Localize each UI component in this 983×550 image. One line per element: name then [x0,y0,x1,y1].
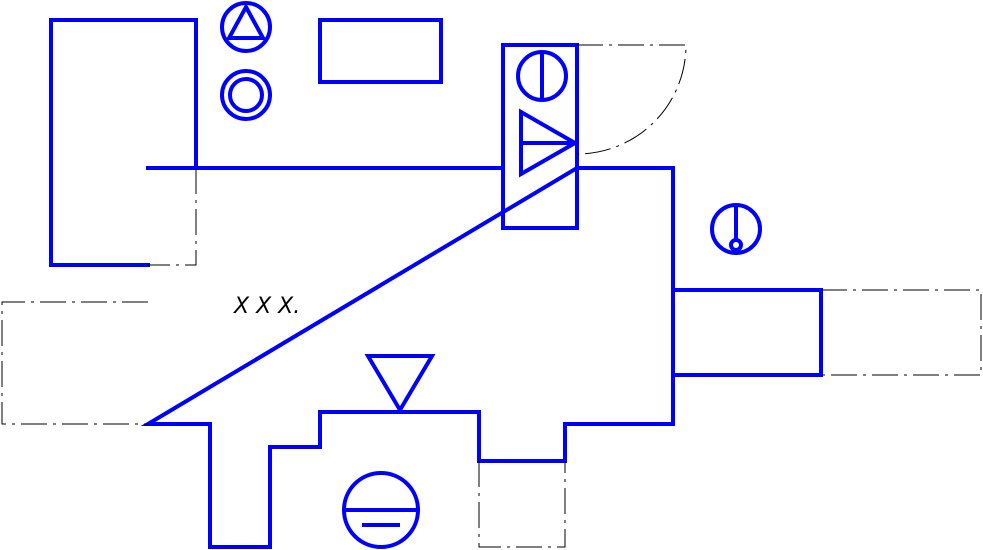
phantom-left-tall-extension [148,168,197,266]
inverted-triangle-icon [364,354,436,414]
triangle-with-bar-icon [519,108,580,178]
triangle-in-circle-icon [220,1,272,53]
circle-horizontal-bars-icon [342,471,420,549]
phantom-right-block [821,289,982,376]
main-body-outline [140,166,675,549]
double-circle-icon [220,69,272,121]
phantom-bottom-block [478,461,566,548]
phantom-door-swing [576,44,687,155]
right-protrusion [671,288,823,377]
top-rectangle [318,18,443,84]
narrow-vertical-rectangle [501,43,579,230]
circle-with-stem-icon [710,203,762,255]
left-tall-rectangle [49,18,198,267]
phantom-left-block [1,301,148,425]
circle-vertical-bar-icon [516,50,568,102]
xxx-label: X X X. [233,294,300,319]
